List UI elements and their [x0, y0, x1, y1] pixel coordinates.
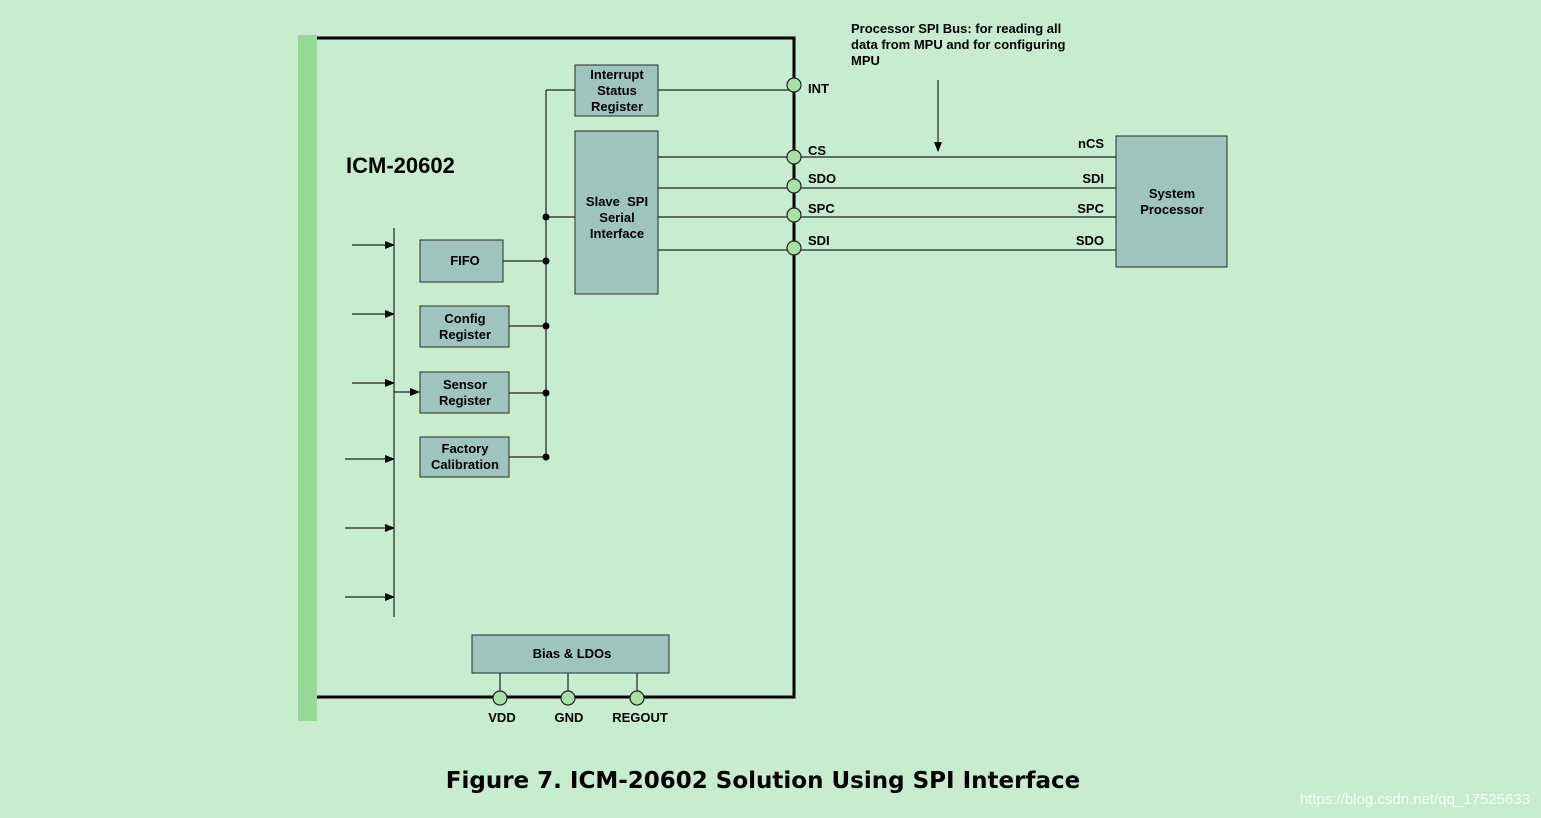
gnd-label: GND	[555, 710, 584, 725]
int-pin	[786, 77, 802, 93]
svg-text:Register: Register	[439, 327, 491, 342]
figure-caption: Figure 7. ICM-20602 Solution Using SPI I…	[446, 768, 1080, 794]
vdd-label: VDD	[488, 710, 515, 725]
vdd-pin	[492, 690, 508, 706]
sensor-register-block: Sensor Register	[419, 371, 510, 414]
junction-dot	[542, 389, 550, 397]
sdi-pin	[786, 240, 802, 256]
svg-text:Processor: Processor	[1140, 202, 1204, 217]
svg-text:Register: Register	[439, 393, 491, 408]
bias-ldos-block: Bias & LDOs	[471, 634, 670, 674]
config-register-block: Config Register	[419, 305, 510, 348]
slave-spi-interface-block: Slave SPI Serial Interface	[574, 130, 659, 295]
regout-label: REGOUT	[612, 710, 668, 725]
spc-pin	[786, 207, 802, 223]
input-arrows	[345, 228, 420, 617]
processor-sdo-label: SDO	[1076, 233, 1104, 248]
svg-text:MPU: MPU	[851, 53, 880, 68]
junction-dot	[542, 322, 550, 330]
left-side-bar	[298, 35, 317, 721]
factory-calibration-block: Factory Calibration	[419, 436, 510, 478]
internal-bus	[503, 89, 575, 461]
svg-text:Bias & LDOs: Bias & LDOs	[533, 646, 612, 661]
svg-text:FIFO: FIFO	[450, 253, 480, 268]
junction-dot	[542, 453, 550, 461]
chip-edge-pins	[786, 77, 802, 256]
processor-sdi-label: SDI	[1082, 171, 1104, 186]
svg-text:Processor SPI Bus: for reading: Processor SPI Bus: for reading all	[851, 21, 1061, 36]
watermark: https://blog.csdn.net/qq_17525633	[1300, 791, 1530, 808]
regout-pin	[629, 690, 645, 706]
system-processor-block: System Processor	[1115, 135, 1228, 268]
svg-text:Factory: Factory	[442, 441, 490, 456]
fifo-block: FIFO	[419, 239, 504, 283]
sdo-pin-label: SDO	[808, 171, 836, 186]
svg-text:Interface: Interface	[590, 226, 644, 241]
svg-text:Calibration: Calibration	[431, 457, 499, 472]
interrupt-status-register-block: Interrupt Status Register	[574, 64, 659, 117]
bus-annotation: Processor SPI Bus: for reading all data …	[851, 21, 1066, 152]
svg-text:data from MPU and for configur: data from MPU and for configuring	[851, 37, 1066, 52]
sdi-pin-label: SDI	[808, 233, 830, 248]
sdo-pin	[786, 178, 802, 194]
processor-spc-label: SPC	[1077, 201, 1104, 216]
svg-text:Sensor: Sensor	[443, 377, 487, 392]
cs-pin-label: CS	[808, 143, 826, 158]
int-pin-label: INT	[808, 81, 829, 96]
svg-text:Slave SPI: Slave SPI	[586, 194, 648, 209]
chip-title: ICM-20602	[346, 153, 455, 178]
chip-outline	[317, 36, 796, 699]
svg-text:Config: Config	[444, 311, 485, 326]
gnd-pin	[560, 690, 576, 706]
spc-pin-label: SPC	[808, 201, 835, 216]
chip-pin-wires	[658, 89, 1116, 251]
svg-text:Register: Register	[591, 99, 643, 114]
svg-text:Status: Status	[597, 83, 637, 98]
svg-text:System: System	[1149, 186, 1195, 201]
ncs-label: nCS	[1078, 136, 1104, 151]
svg-text:Serial: Serial	[599, 210, 634, 225]
junction-dot	[542, 257, 550, 265]
cs-pin	[786, 149, 802, 165]
junction-dot	[542, 213, 550, 221]
svg-text:Interrupt: Interrupt	[590, 67, 644, 82]
